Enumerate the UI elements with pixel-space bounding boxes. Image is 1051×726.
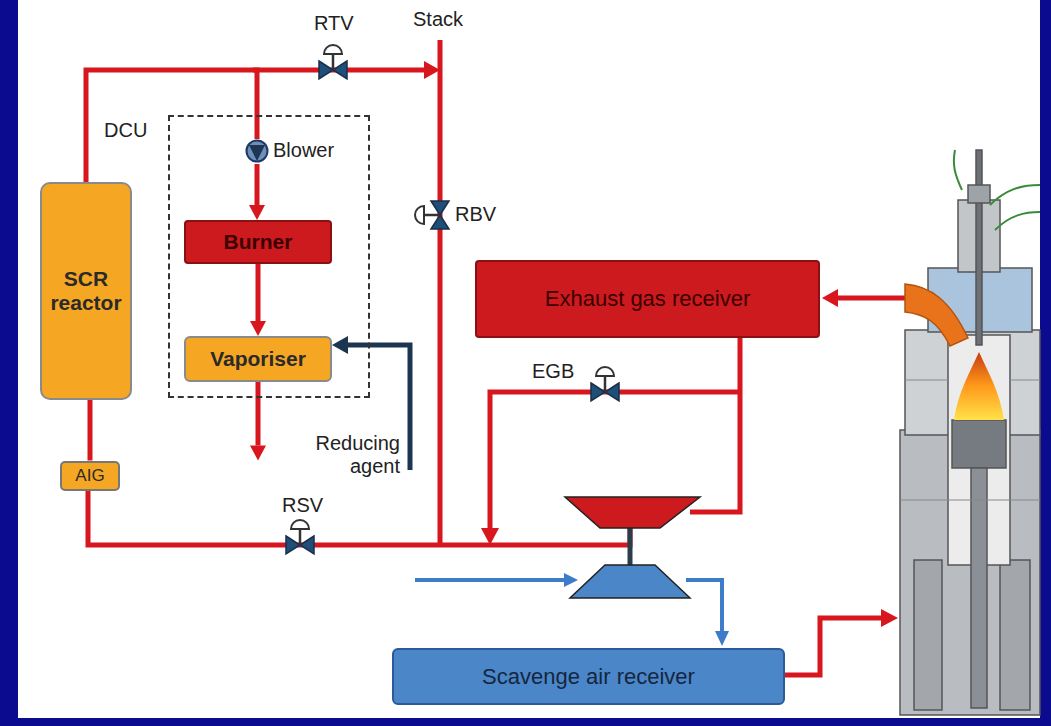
pipe-connector bbox=[90, 400, 91, 461]
node-label: Vaporiser bbox=[210, 347, 306, 371]
pipe-connector bbox=[86, 70, 257, 182]
pipe-connector bbox=[250, 382, 266, 461]
injection-grid-box: AIG bbox=[60, 461, 120, 491]
vaporiser-box: Vaporiser bbox=[184, 336, 332, 382]
dcu-group: DCUBlowerBurnerVaporiser bbox=[168, 115, 370, 398]
node-label: Burner bbox=[224, 230, 293, 254]
node-label: AIG bbox=[75, 466, 104, 486]
receiver-box: Exhaust gas receiver bbox=[475, 260, 820, 338]
node-label: Blower bbox=[273, 139, 334, 162]
burner-box: Burner bbox=[184, 220, 332, 264]
node-label: SCR reactor bbox=[46, 267, 126, 315]
receiver-box: Scavenge air receiver bbox=[392, 648, 785, 705]
pipe-connector bbox=[249, 164, 265, 220]
node-label: Scavenge air receiver bbox=[482, 664, 695, 689]
part-label: RSV bbox=[282, 494, 323, 517]
part-label: RTV bbox=[314, 12, 354, 35]
reactor-box: SCR reactor bbox=[40, 182, 132, 400]
part-label: Stack bbox=[413, 8, 463, 31]
part-label: EGB bbox=[532, 360, 574, 383]
part-label: Reducing agent bbox=[296, 432, 400, 478]
node-label: Exhaust gas receiver bbox=[545, 286, 750, 311]
blower-unit: Blower bbox=[245, 138, 355, 164]
blower-symbol bbox=[245, 139, 269, 163]
part-label: RBV bbox=[455, 203, 496, 226]
pipe-connector bbox=[250, 264, 266, 336]
background-panel bbox=[18, 0, 1040, 718]
node-label: DCU bbox=[104, 119, 147, 142]
